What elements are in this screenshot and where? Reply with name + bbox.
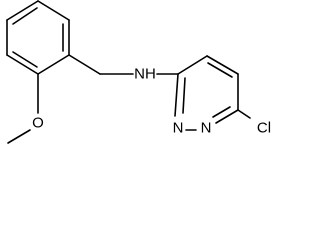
bond-pyr-2 (206, 55, 239, 75)
cl-label: Cl (257, 120, 271, 137)
bond-pyr-double-1 (207, 62, 233, 78)
benzene-ring (6, 0, 70, 75)
bond-pyr-6 (174, 73, 179, 117)
bond-pyr-double-2 (182, 77, 186, 114)
o-label: O (32, 115, 44, 132)
bond-benzene-double-3 (12, 7, 38, 25)
bond-pyr-double-3 (212, 106, 231, 118)
bond-pyr-1 (177, 55, 208, 75)
bond-ring-ch2 (68, 54, 101, 75)
pyridazine-ring (174, 55, 239, 131)
molecule-structure-diagram: NH O N N Cl (6, 0, 271, 144)
bond-benzene-4 (6, 54, 39, 75)
bond-pyr-4 (215, 109, 239, 124)
bond-c-cl (237, 109, 251, 119)
bond-benzene-3 (37, 54, 70, 75)
bond-o-methyl (7, 129, 31, 144)
n-ring-label-left: N (173, 120, 184, 137)
bond-benzene-6 (6, 0, 39, 21)
nh-label: NH (134, 66, 156, 83)
n-ring-label-right: N (201, 120, 212, 137)
bond-benzene-double-2 (12, 51, 38, 68)
bond-benzene-1 (37, 0, 70, 21)
